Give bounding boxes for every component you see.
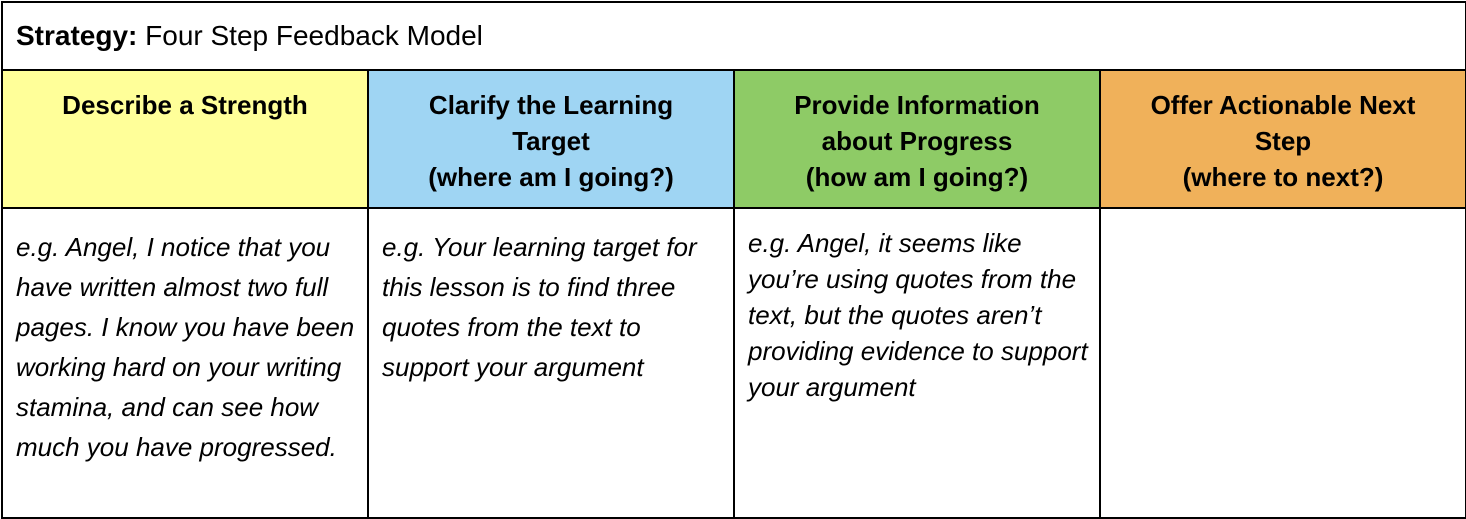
heading-line: (how am I going?) xyxy=(805,162,1029,192)
example-next-step xyxy=(1098,207,1466,519)
heading-clarify-target: Clarify the Learning Target (where am I … xyxy=(367,69,735,209)
title-row: Strategy: Four Step Feedback Model xyxy=(0,1,1466,71)
strategy-name: Four Step Feedback Model xyxy=(137,20,483,51)
heading-row: Describe a Strength Clarify the Learning… xyxy=(1,69,1466,209)
heading-line: (where am I going?) xyxy=(428,162,674,192)
heading-next-step: Offer Actionable Next Step (where to nex… xyxy=(1098,69,1466,209)
example-describe-strength: e.g. Angel, I notice that you have writt… xyxy=(1,207,369,519)
heading-line: Provide Information xyxy=(794,90,1040,120)
heading-line: Offer Actionable Next xyxy=(1150,90,1416,120)
example-row: e.g. Angel, I notice that you have writt… xyxy=(1,207,1466,519)
example-clarify-target: e.g. Your learning target for this lesso… xyxy=(367,207,735,519)
heading-provide-progress: Provide Information about Progress (how … xyxy=(733,69,1101,209)
example-provide-progress: e.g. Angel, it seems like you’re using q… xyxy=(733,207,1101,519)
heading-line: (where to next?) xyxy=(1182,162,1384,192)
heading-line: Step xyxy=(1254,126,1312,156)
strategy-label: Strategy: xyxy=(16,20,138,51)
heading-line: about Progress xyxy=(821,126,1013,156)
heading-describe-strength: Describe a Strength xyxy=(1,69,369,209)
heading-line: Target xyxy=(512,126,590,156)
heading-line: Describe a Strength xyxy=(62,90,308,120)
strategy-title: Strategy: Four Step Feedback Model xyxy=(0,1,1466,71)
heading-line: Clarify the Learning xyxy=(428,90,674,120)
